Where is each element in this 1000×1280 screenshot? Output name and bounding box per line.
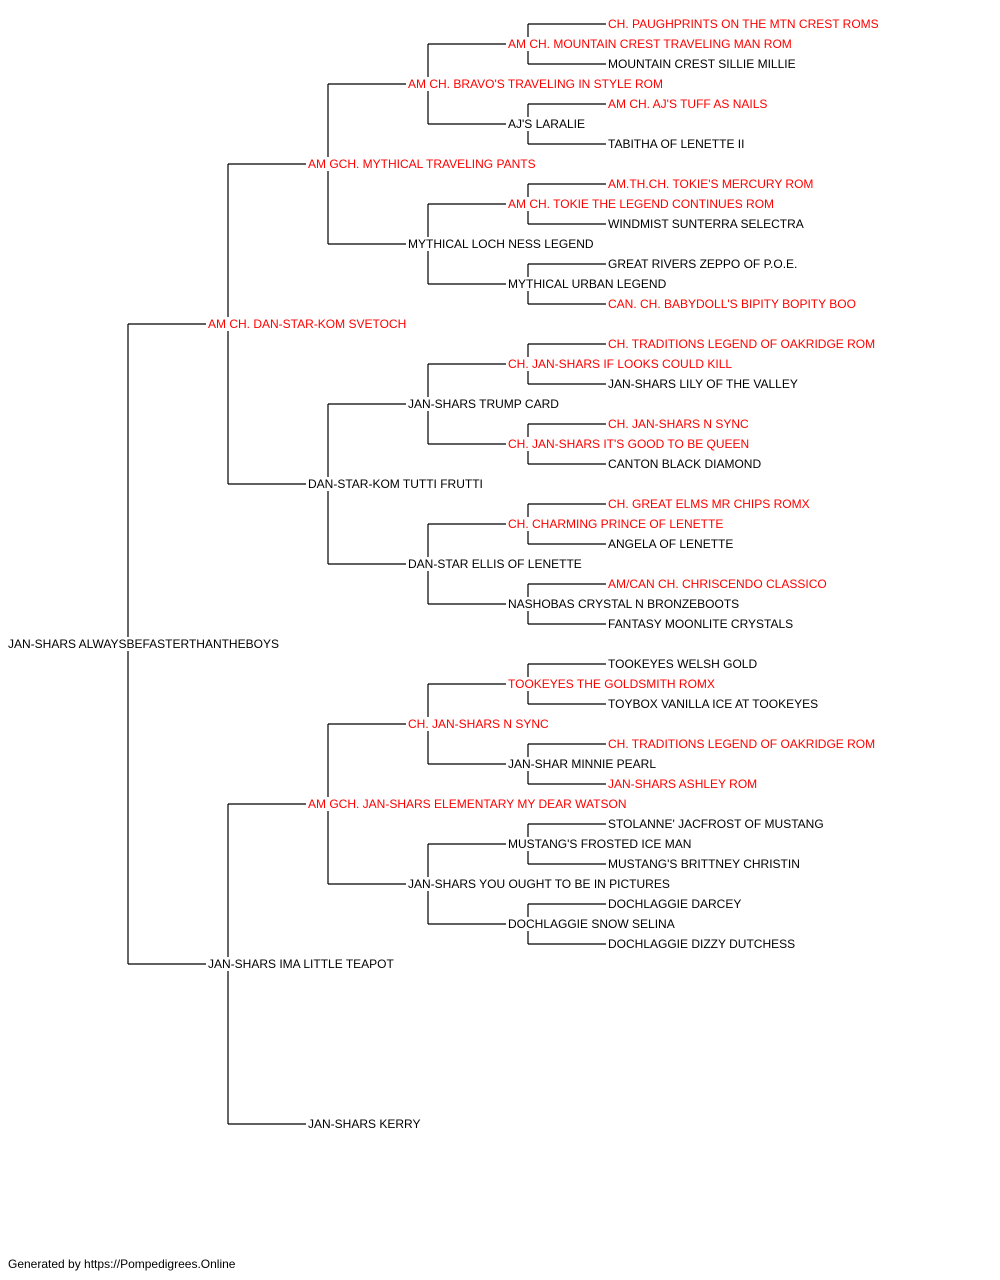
pedigree-entry-gen5: AM.TH.CH. TOKIE'S MERCURY ROM (608, 177, 816, 191)
pedigree-entry-gen4: CH. JAN-SHARS IT'S GOOD TO BE QUEEN (508, 437, 752, 451)
pedigree-entry-gen4: TOOKEYES THE GOLDSMITH ROMX (508, 677, 717, 691)
pedigree-entry-gen5: CH. TRADITIONS LEGEND OF OAKRIDGE ROM (608, 337, 878, 351)
pedigree-entry-gen3: JAN-SHARS TRUMP CARD (408, 397, 561, 411)
pedigree-entry-gen2: DAN-STAR-KOM TUTTI FRUTTI (308, 477, 485, 491)
pedigree-entry-gen5: DOCHLAGGIE DIZZY DUTCHESS (608, 937, 798, 951)
pedigree-entry-gen2: AM GCH. JAN-SHARS ELEMENTARY MY DEAR WAT… (308, 797, 629, 811)
pedigree-entry-gen4: MUSTANG'S FROSTED ICE MAN (508, 837, 694, 851)
pedigree-entry-gen5: TOYBOX VANILLA ICE AT TOOKEYES (608, 697, 821, 711)
pedigree-entry-gen5: TOOKEYES WELSH GOLD (608, 657, 760, 671)
pedigree-entry-gen5: DOCHLAGGIE DARCEY (608, 897, 744, 911)
pedigree-entry-gen1: AM CH. DAN-STAR-KOM SVETOCH (208, 317, 409, 331)
pedigree-entry-gen5: ANGELA OF LENETTE (608, 537, 736, 551)
pedigree-entry-gen4: CH. JAN-SHARS IF LOOKS COULD KILL (508, 357, 735, 371)
pedigree-entry-gen5: AM/CAN CH. CHRISCENDO CLASSICO (608, 577, 829, 591)
pedigree-entry-gen4: AJ'S LARALIE (508, 117, 587, 131)
pedigree-entry-gen4: AM CH. MOUNTAIN CREST TRAVELING MAN ROM (508, 37, 794, 51)
pedigree-entry-gen5: STOLANNE' JACFROST OF MUSTANG (608, 817, 826, 831)
pedigree-entry-gen5: FANTASY MOONLITE CRYSTALS (608, 617, 796, 631)
pedigree-entry-gen4: CH. CHARMING PRINCE OF LENETTE (508, 517, 726, 531)
pedigree-entry-gen5: CH. GREAT ELMS MR CHIPS ROMX (608, 497, 812, 511)
pedigree-entry-gen1: JAN-SHARS IMA LITTLE TEAPOT (208, 957, 396, 971)
pedigree-entry-gen5: JAN-SHARS ASHLEY ROM (608, 777, 760, 791)
pedigree-entry-gen3: MYTHICAL LOCH NESS LEGEND (408, 237, 596, 251)
pedigree-entry-gen5: CH. PAUGHPRINTS ON THE MTN CREST ROMS (608, 17, 881, 31)
pedigree-entry-gen5: GREAT RIVERS ZEPPO OF P.O.E. (608, 257, 800, 271)
pedigree-entry-gen3: AM CH. BRAVO'S TRAVELING IN STYLE ROM (408, 77, 666, 91)
pedigree-entry-gen3: DAN-STAR ELLIS OF LENETTE (408, 557, 584, 571)
pedigree-entry-gen5: MOUNTAIN CREST SILLIE MILLIE (608, 57, 798, 71)
pedigree-entry-gen5: CH. JAN-SHARS N SYNC (608, 417, 751, 431)
pedigree-entry-gen4: DOCHLAGGIE SNOW SELINA (508, 917, 677, 931)
pedigree-entry-gen5: AM CH. AJ'S TUFF AS NAILS (608, 97, 770, 111)
pedigree-entry-gen4: MYTHICAL URBAN LEGEND (508, 277, 669, 291)
pedigree-entry-gen2: JAN-SHARS KERRY (308, 1117, 423, 1131)
pedigree-entry-gen4: AM CH. TOKIE THE LEGEND CONTINUES ROM (508, 197, 777, 211)
pedigree-entry-gen3: JAN-SHARS YOU OUGHT TO BE IN PICTURES (408, 877, 672, 891)
pedigree-entry-gen4: JAN-SHAR MINNIE PEARL (508, 757, 659, 771)
pedigree-entry-gen2: AM GCH. MYTHICAL TRAVELING PANTS (308, 157, 538, 171)
pedigree-entry-gen5: MUSTANG'S BRITTNEY CHRISTIN (608, 857, 802, 871)
pedigree-entry-gen3: CH. JAN-SHARS N SYNC (408, 717, 551, 731)
pedigree-entry-gen0: JAN-SHARS ALWAYSBEFASTERTHANTHEBOYS (8, 637, 281, 651)
pedigree-entry-gen5: WINDMIST SUNTERRA SELECTRA (608, 217, 806, 231)
footer-credit: Generated by https://Pompedigrees.Online (8, 1257, 236, 1271)
pedigree-entry-gen5: JAN-SHARS LILY OF THE VALLEY (608, 377, 800, 391)
pedigree-entry-gen5: TABITHA OF LENETTE II (608, 137, 747, 151)
pedigree-entry-gen5: CAN. CH. BABYDOLL'S BIPITY BOPITY BOO (608, 297, 858, 311)
pedigree-entry-gen5: CANTON BLACK DIAMOND (608, 457, 764, 471)
pedigree-entry-gen4: NASHOBAS CRYSTAL N BRONZEBOOTS (508, 597, 742, 611)
pedigree-entry-gen5: CH. TRADITIONS LEGEND OF OAKRIDGE ROM (608, 737, 878, 751)
